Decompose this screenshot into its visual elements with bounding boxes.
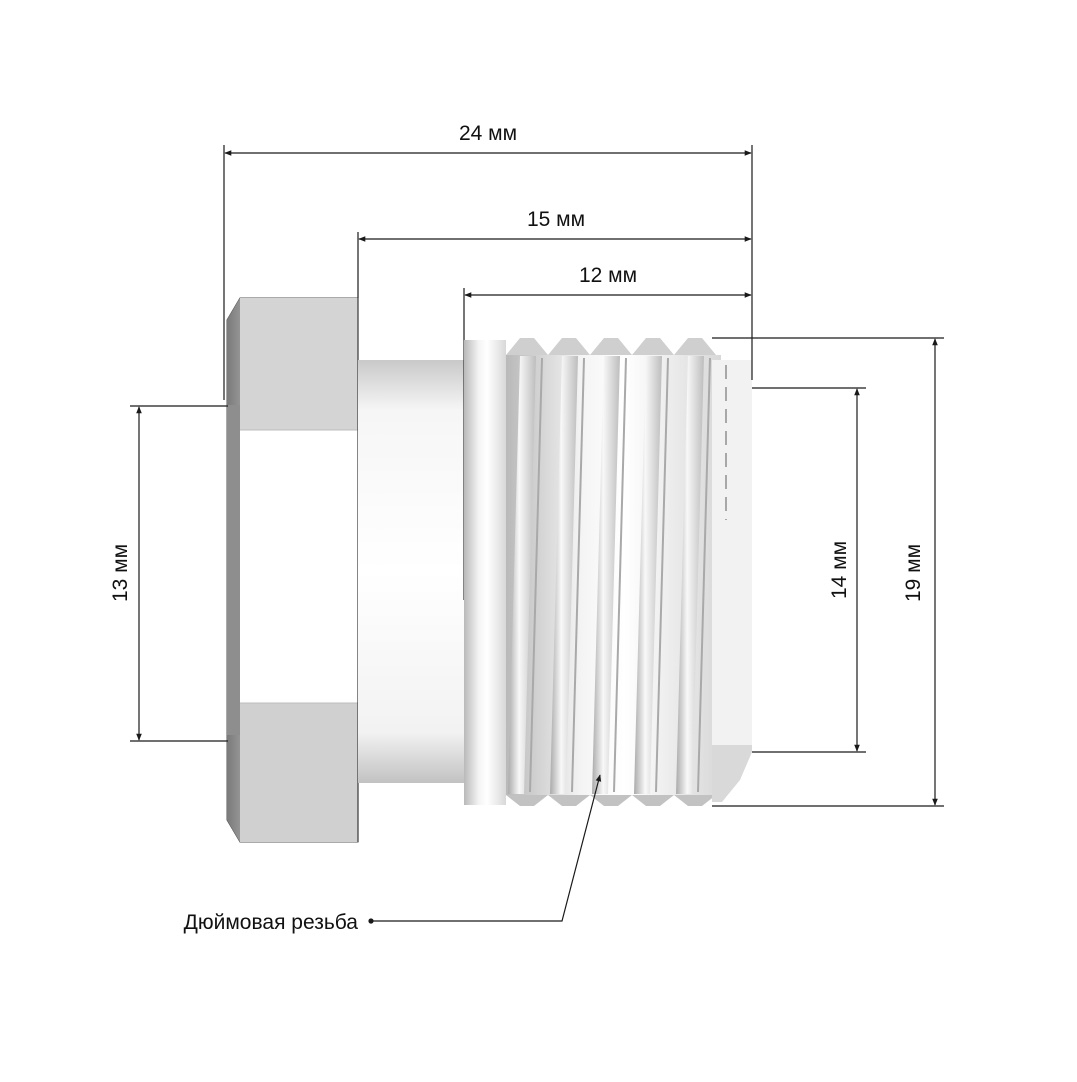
thread-callout: Дюймовая резьба [184, 774, 602, 934]
hex-head [226, 297, 359, 843]
thread-ridge [676, 356, 704, 794]
thread-groove [613, 357, 627, 793]
callout-dot [368, 918, 374, 924]
thread-groove [697, 357, 711, 793]
thread-groove [655, 357, 669, 793]
threaded-section [464, 338, 752, 806]
bore-diameter-label: 14 мм [828, 541, 851, 599]
thread-ridge [508, 356, 536, 794]
callout-leader-line [371, 774, 602, 922]
thread-crest-top [590, 338, 632, 355]
thread-length-label: 12 мм [579, 264, 637, 287]
thread-crest-bottom [632, 795, 674, 806]
shaft [358, 340, 465, 783]
thread-diameter-label: 19 мм [902, 544, 925, 602]
thread-ridge [634, 356, 662, 794]
extension-lines [130, 145, 944, 807]
fitting-plug [226, 297, 752, 843]
thread-crest-top [548, 338, 590, 355]
thread-groove [529, 357, 543, 793]
thread-ridge [550, 356, 578, 794]
thread-crest-bottom [674, 795, 716, 806]
thread-callout-label: Дюймовая резьба [184, 911, 359, 934]
thread-crest-top [506, 338, 548, 355]
thread-ridge [592, 356, 620, 794]
thread-crest-top [674, 338, 716, 355]
thread-crest-top [632, 338, 674, 355]
thread-crest-bottom [590, 795, 632, 806]
dimension-labels: 24 мм 15 мм 12 мм 13 мм 14 мм 19 мм [109, 122, 925, 602]
dimension-lines [136, 150, 938, 806]
overall-length-label: 24 мм [459, 122, 517, 145]
thread-crest-bottom [548, 795, 590, 806]
thread-crest-bottom [506, 795, 548, 806]
body-length-label: 15 мм [527, 208, 585, 231]
thread-groove [571, 357, 585, 793]
hex-inner-label: 13 мм [109, 544, 132, 602]
